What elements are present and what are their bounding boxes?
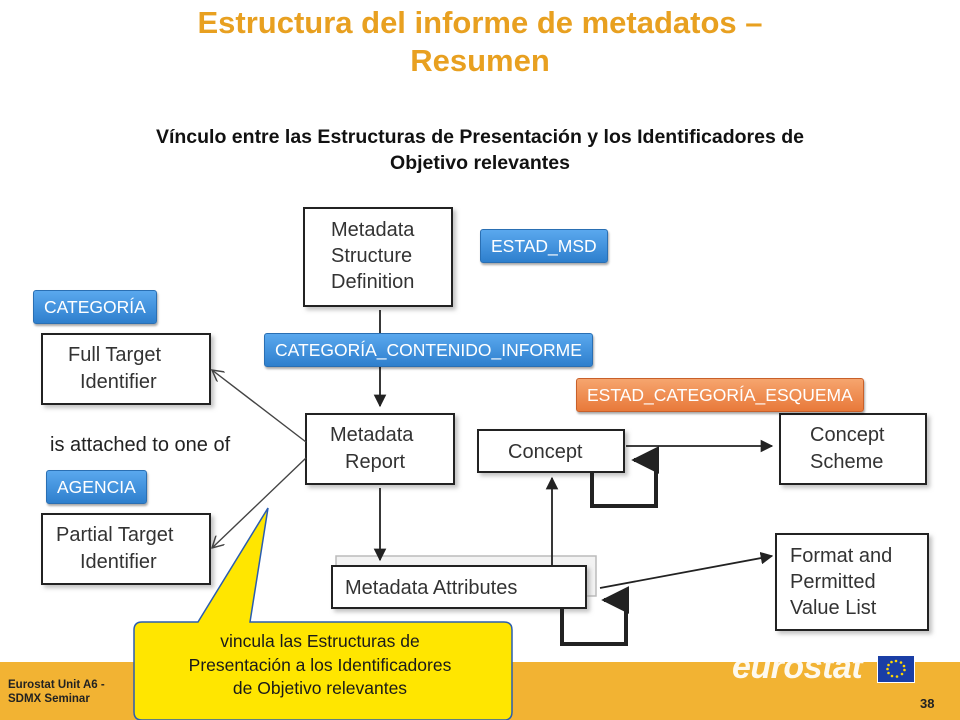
- tag-estad-categoria-esquema: ESTAD_CATEGORÍA_ESQUEMA: [576, 378, 864, 412]
- slide-title-line1: Estructura del informe de metadatos –: [197, 5, 763, 40]
- box-concept-scheme: Concept Scheme: [779, 413, 927, 485]
- eu-flag-icon: [877, 655, 915, 683]
- msd-line2: Structure: [331, 245, 412, 267]
- report-line2: Report: [345, 451, 405, 473]
- attributes-label: Metadata Attributes: [345, 577, 517, 599]
- box-concept: Concept: [477, 429, 625, 473]
- full-target-line2: Identifier: [80, 371, 157, 393]
- box-full-target-identifier: Full Target Identifier: [41, 333, 211, 405]
- box-metadata-attributes: Metadata Attributes: [331, 555, 597, 609]
- concept-self-loop: [590, 446, 660, 508]
- callout-line2: Presentación a los Identificadores: [188, 654, 452, 675]
- slide-subtitle: Vínculo entre las Estructuras de Present…: [20, 124, 940, 176]
- partial-target-line2: Identifier: [80, 551, 157, 573]
- partial-target-line1: Partial Target: [56, 524, 174, 546]
- concept-scheme-line1: Concept: [810, 424, 885, 446]
- slide-subtitle-line2: Objetivo relevantes: [390, 152, 570, 174]
- eurostat-logo: eurostat: [732, 648, 863, 686]
- tag-categoria-contenido-informe: CATEGORÍA_CONTENIDO_INFORME: [264, 333, 593, 367]
- slide-title: Estructura del informe de metadatos – Re…: [0, 4, 960, 80]
- page-number: 38: [920, 696, 935, 711]
- format-line1: Format and: [790, 545, 892, 567]
- box-metadata-structure-definition: Metadata Structure Definition: [303, 207, 453, 307]
- attached-text: is attached to one of: [50, 434, 231, 456]
- concept-label: Concept: [508, 441, 583, 463]
- callout-line1: vincula las Estructuras de: [220, 631, 420, 651]
- tag-categoria: CATEGORÍA: [33, 290, 157, 324]
- callout-line3: de Objetivo relevantes: [232, 678, 408, 698]
- box-metadata-report: Metadata Report: [305, 413, 455, 485]
- concept-scheme-line2: Scheme: [810, 451, 883, 473]
- msd-line3: Definition: [331, 271, 414, 293]
- tag-agencia: AGENCIA: [46, 470, 147, 504]
- slide-title-line2: Resumen: [410, 43, 550, 78]
- box-format-permitted-value-list: Format and Permitted Value List: [775, 533, 929, 631]
- footer-credit: Eurostat Unit A6 - SDMX Seminar: [8, 678, 105, 706]
- arrow-report-to-partial-target: [212, 457, 307, 548]
- footer-line1: Eurostat Unit A6 -: [8, 679, 105, 691]
- slide-subtitle-line1: Vínculo entre las Estructuras de Present…: [155, 126, 805, 148]
- attributes-self-loop: [560, 586, 630, 646]
- footer-line2: SDMX Seminar: [8, 693, 90, 705]
- full-target-line1: Full Target: [68, 344, 161, 366]
- callout-text: vincula las Estructuras de Presentación …: [132, 630, 508, 701]
- tag-estad-msd: ESTAD_MSD: [480, 229, 608, 263]
- arrow-report-to-full-target: [212, 370, 307, 443]
- report-line1: Metadata: [330, 424, 414, 446]
- format-line2: Permitted: [790, 571, 876, 593]
- msd-line1: Metadata: [331, 219, 415, 241]
- box-partial-target-identifier: Partial Target Identifier: [41, 513, 211, 585]
- arrow-attributes-to-format: [599, 551, 774, 589]
- format-line3: Value List: [790, 597, 877, 619]
